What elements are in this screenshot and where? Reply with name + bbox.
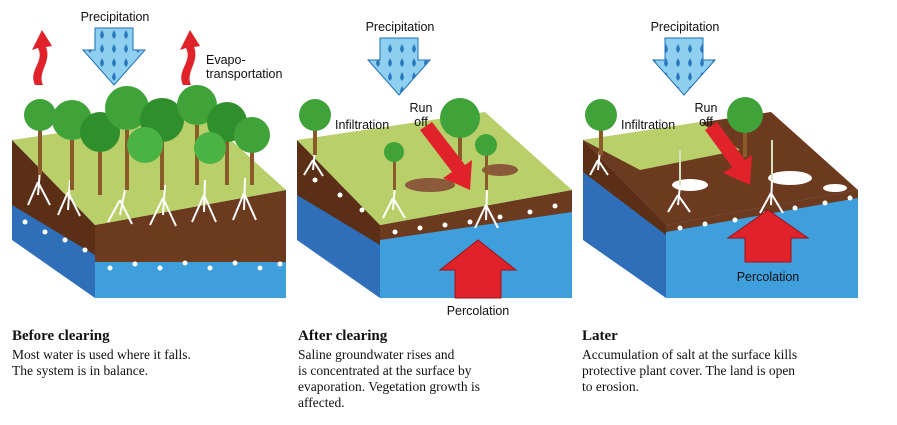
block-before-water-side xyxy=(95,262,286,298)
trees-after xyxy=(299,98,497,190)
label-runoff-later: Run off xyxy=(694,101,718,129)
evapotranspiration-arrow-right xyxy=(180,30,200,85)
caption-title-after: After clearing xyxy=(298,328,388,344)
label-precipitation-before: Precipitation xyxy=(80,10,150,24)
percolation-arrow-later xyxy=(726,209,810,263)
runoff-arrow-after xyxy=(420,122,472,190)
label-runoff-after: Run off xyxy=(409,101,433,129)
panel-later xyxy=(583,37,858,298)
label-percolation-later: Percolation xyxy=(736,270,800,284)
precipitation-arrow-before xyxy=(81,27,147,86)
block-later-soil-left xyxy=(583,140,666,235)
runoff-arrow-later xyxy=(705,122,752,185)
roots-before xyxy=(27,169,257,227)
evapotranspiration-arrow-left xyxy=(32,30,52,85)
label-precipitation-later: Precipitation xyxy=(650,20,720,34)
label-infiltration-later: Infiltration xyxy=(621,118,676,132)
label-infiltration-after: Infiltration xyxy=(335,118,390,132)
caption-text-before: Most water is used where it falls. The s… xyxy=(12,347,191,378)
caption-title-before: Before clearing xyxy=(12,328,110,344)
label-precipitation-after: Precipitation xyxy=(365,20,435,34)
caption-title-later: Later xyxy=(582,328,618,344)
salt-dots-before xyxy=(22,219,283,271)
precipitation-arrow-after xyxy=(366,37,432,96)
block-after-soil-side xyxy=(380,190,572,240)
caption-text-later: Accumulation of salt at the surface kill… xyxy=(582,347,798,394)
block-before-soil-left xyxy=(12,140,95,255)
percolation-arrow-after xyxy=(438,239,518,299)
salt-dots-after xyxy=(312,177,558,235)
trees-later xyxy=(585,97,773,185)
precipitation-arrow-later xyxy=(651,37,717,96)
panel-after-clearing xyxy=(297,37,572,299)
trees-before xyxy=(24,85,270,195)
panel-before-clearing xyxy=(12,27,286,298)
label-evapotranspiration: Evapo- transportation xyxy=(206,53,283,81)
label-percolation-after: Percolation xyxy=(446,304,510,318)
block-after-top xyxy=(297,112,572,225)
roots-later xyxy=(589,149,784,214)
caption-text-after: Saline groundwater rises and is concentr… xyxy=(298,347,480,410)
